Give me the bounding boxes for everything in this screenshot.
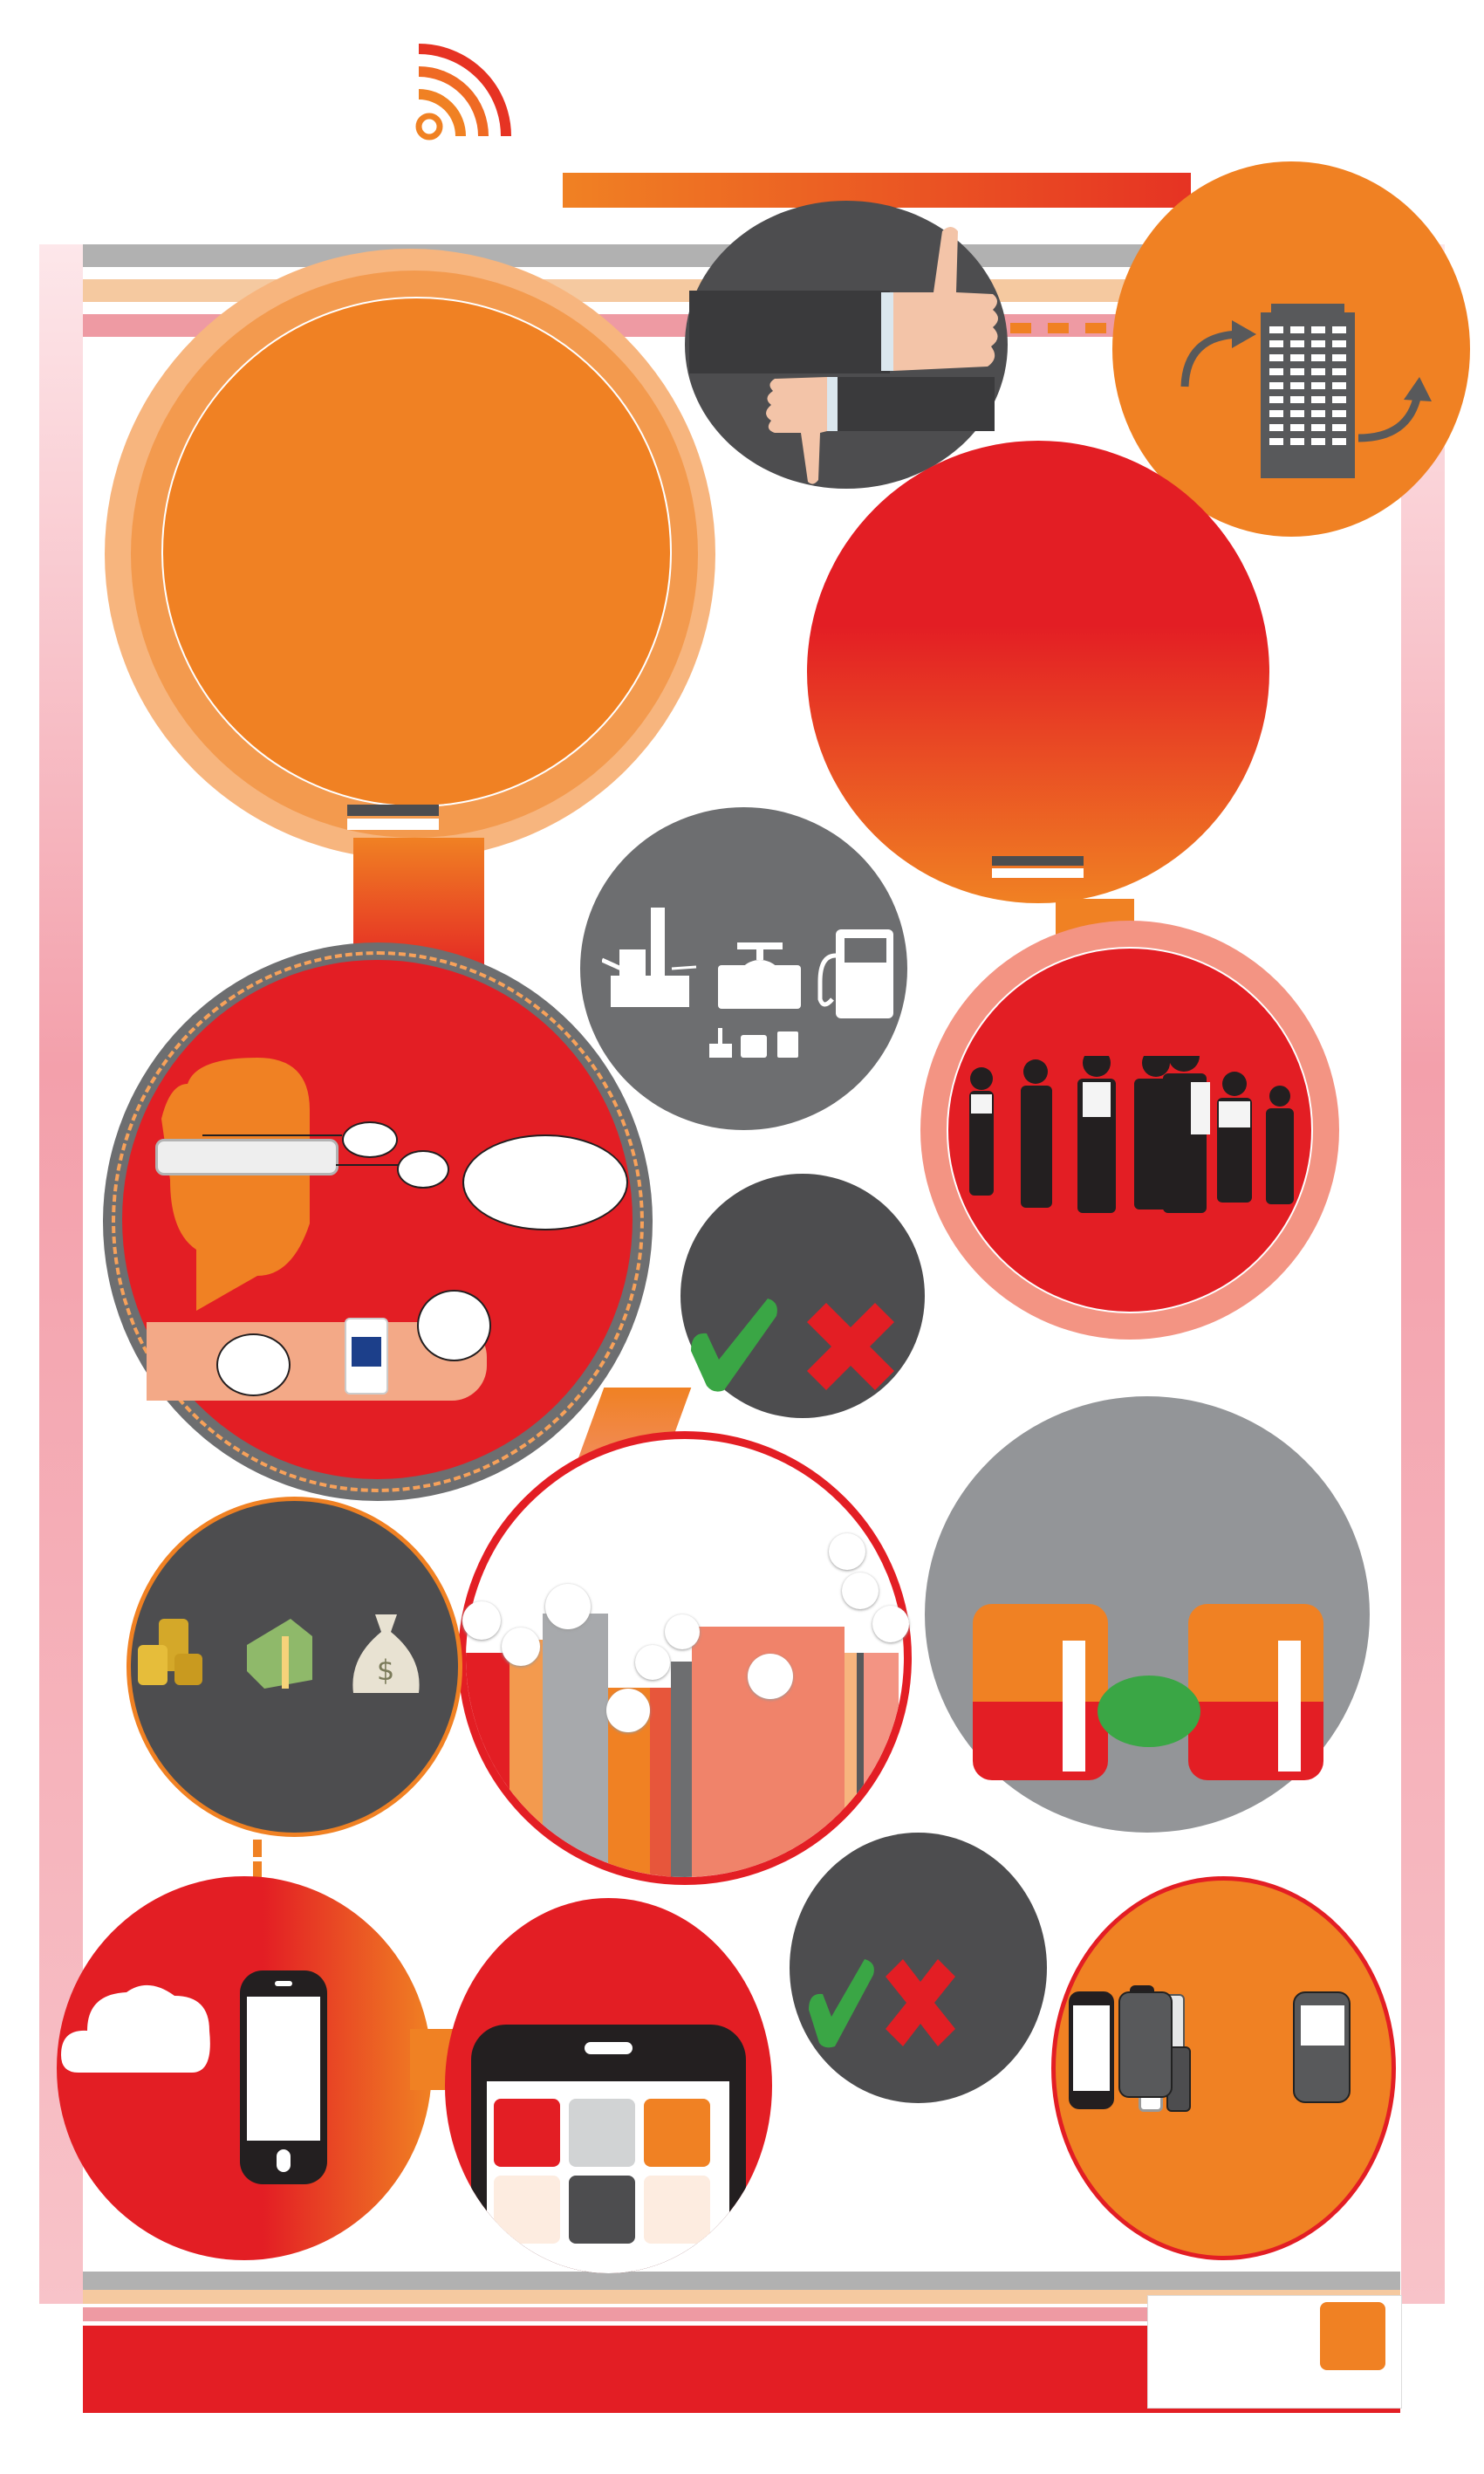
- wearables-jan-yes-badge: [342, 1121, 398, 1158]
- connector-dashed: [1010, 323, 1106, 333]
- callout-line: [336, 1164, 401, 1166]
- fuel-pump-icon: [817, 929, 893, 1018]
- challenge-approval-value: [829, 1533, 865, 1570]
- drivers-circle: [161, 297, 672, 807]
- checkmark-icon: [691, 1299, 777, 1392]
- business-people-silhouettes: [969, 1056, 1294, 1213]
- jan-barrel-top: [973, 1604, 1108, 1702]
- bar-approval: [845, 1653, 857, 1877]
- app-dev-circle: [445, 1898, 772, 2273]
- wearables-aug-no-badge: [417, 1290, 491, 1361]
- devices-bar-chart: [957, 563, 1219, 851]
- tile-blank: [644, 2176, 710, 2244]
- oil-change-badge: [1098, 1676, 1200, 1747]
- wearables-aug-yes-badge: [216, 1333, 291, 1396]
- devices-circle: [807, 441, 1269, 903]
- phone-home-button: [277, 2149, 291, 2172]
- legend-2015-swatch: [347, 819, 439, 830]
- wearables-jan-no-badge: [397, 1150, 449, 1189]
- byod-phone-icon: [1069, 1991, 1114, 2109]
- bar-buyin: [543, 1614, 608, 1877]
- checkmark-icon: [809, 1959, 874, 2048]
- bottom-stripe-peach: [83, 2290, 1400, 2304]
- tile-mobile: [569, 2176, 635, 2244]
- challenge-change-value: [502, 1628, 540, 1666]
- svg-text:$: $: [377, 1654, 394, 1687]
- tile-native: [494, 2099, 560, 2167]
- barrel-highlight: [1063, 1641, 1085, 1772]
- money-bag-icon: $: [352, 1614, 420, 1693]
- all-parts-icons: [709, 1028, 798, 1058]
- thumbs-down-icon: [766, 377, 838, 484]
- smart-glasses: [155, 1139, 339, 1175]
- challenge-connectivity-value: [872, 1606, 909, 1642]
- challenge-providers-value: [665, 1614, 700, 1649]
- bar-downtime: [650, 1688, 671, 1877]
- phone-screen: [1301, 2005, 1344, 2046]
- phone-mdm-icon: [240, 1970, 327, 2184]
- challenge-infrastructure-value: [842, 1573, 879, 1609]
- smartwatch: [345, 1318, 388, 1395]
- drivers-bar-chart: [310, 377, 598, 822]
- challenge-costs-value: [462, 1601, 501, 1640]
- check-cross-icon: [352, 1337, 381, 1367]
- cope-phone-icon: [1118, 1991, 1173, 2098]
- challenge-buyin-value: [545, 1584, 591, 1629]
- arrow-curve-icon: [1357, 377, 1432, 442]
- phone-speaker: [585, 2042, 633, 2054]
- rollout-no-band: [833, 377, 995, 431]
- phone-speaker: [275, 1981, 292, 1986]
- jan-barrel-bottom: [973, 1702, 1108, 1780]
- callout-line: [202, 1134, 342, 1136]
- header-bar: [563, 173, 1191, 208]
- right-decor-strip: [1401, 244, 1445, 2304]
- aug-barrel-bottom: [1188, 1702, 1323, 1780]
- iot-circle: [790, 1833, 1047, 2103]
- legend-2015-swatch: [992, 868, 1084, 878]
- phone-screen: [247, 1997, 320, 2141]
- gold-coins-icon: [138, 1619, 202, 1685]
- pipeline-valve-icon: [718, 942, 801, 1009]
- head-with-smart-glasses-icon: [161, 1058, 310, 1311]
- cash-stack-icon: [247, 1619, 312, 1689]
- thumbs-up-icon: [881, 227, 998, 371]
- office-building-icon: [1261, 304, 1355, 478]
- oil-rig-icon: [602, 908, 697, 1007]
- bar-providers: [671, 1662, 692, 1877]
- rollout-underway-band: [689, 291, 890, 373]
- challenge-ux-value: [606, 1689, 650, 1732]
- connector-dashed: [253, 1840, 262, 1901]
- bar-infrastructure: [857, 1653, 864, 1877]
- legend-2013-swatch: [992, 856, 1084, 866]
- aug-barrel-top: [1188, 1604, 1323, 1702]
- bottom-stripe-pink: [83, 2307, 1400, 2321]
- left-decor-strip: [39, 244, 83, 2304]
- barrel-highlight: [1278, 1641, 1301, 1772]
- tile-hybrid: [644, 2099, 710, 2167]
- bar-costs: [466, 1653, 509, 1877]
- challenge-cyber-value: [748, 1654, 793, 1699]
- brand-iq-logo: [1320, 2302, 1385, 2370]
- legend-2013-swatch: [347, 805, 439, 816]
- cope-blackberry-icon: [1293, 1991, 1351, 2103]
- challenge-downtime-value: [635, 1645, 670, 1680]
- wearables-change-badge: [462, 1134, 628, 1230]
- cross-icon: [886, 1959, 955, 2046]
- signal-waves-icon: [415, 44, 511, 140]
- tile-blank: [569, 2099, 635, 2167]
- cloud-icon: [61, 1984, 210, 2073]
- wearables-dashed-ring: [112, 951, 644, 1492]
- phone-screen: [1073, 2005, 1110, 2091]
- tile-blank: [494, 2176, 560, 2244]
- arrow-curve-icon: [1180, 320, 1256, 387]
- bar-change: [509, 1640, 543, 1877]
- cross-icon: [807, 1303, 894, 1390]
